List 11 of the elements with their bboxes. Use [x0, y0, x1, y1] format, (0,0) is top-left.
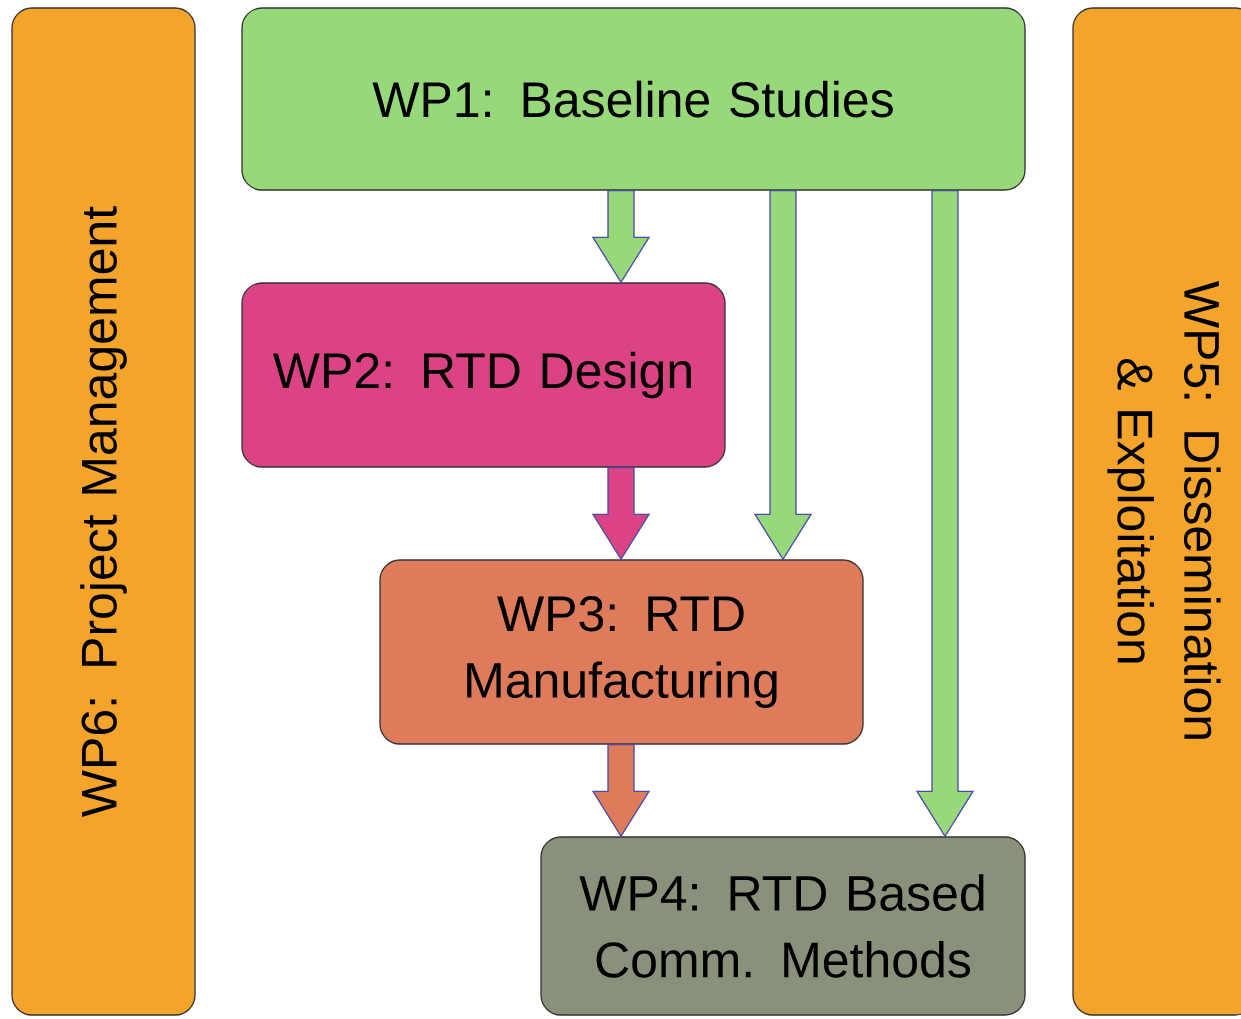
- work-package-box: WP3: RTD Manufacturing: [379, 559, 864, 745]
- work-package-box: WP4: RTD Based Comm. Methods: [540, 836, 1026, 1016]
- block-arrow: [915, 190, 975, 838]
- block-arrow: [753, 190, 813, 561]
- block-arrow: [591, 467, 651, 561]
- work-package-band: WP5: Dissemination & Exploitation: [1072, 7, 1241, 1016]
- work-package-box: WP1: Baseline Studies: [241, 7, 1026, 191]
- block-arrow: [591, 744, 651, 838]
- work-package-band: WP6: Project Management: [11, 7, 196, 1016]
- block-arrow: [591, 190, 651, 284]
- work-package-box: WP2: RTD Design: [241, 282, 726, 468]
